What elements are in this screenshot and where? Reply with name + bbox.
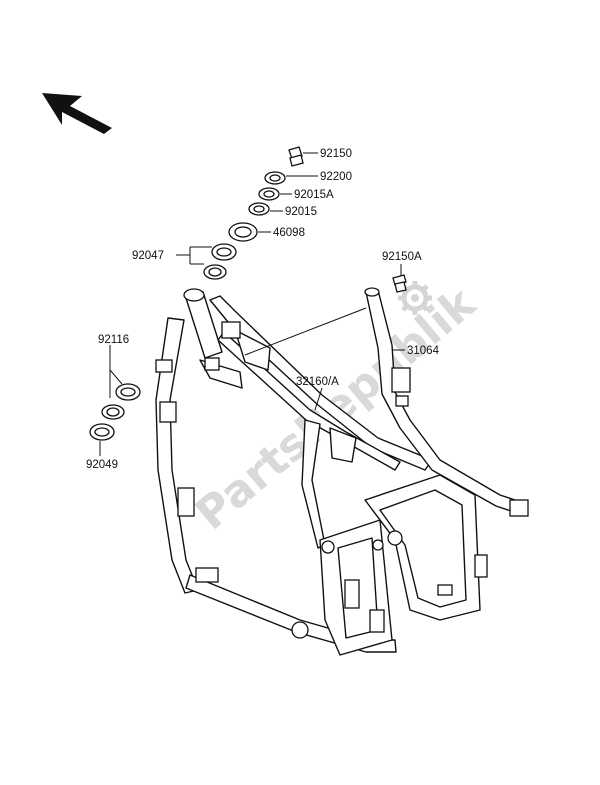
label-92015: 92015 <box>285 206 317 218</box>
motorcycle-frame <box>155 288 488 656</box>
label-92200: 92200 <box>320 171 352 183</box>
washer-92200 <box>264 171 286 185</box>
label-32160A: 32160/A <box>296 376 339 388</box>
part-labels: 92150 92200 92015A 92015 46098 92047 921… <box>86 148 440 471</box>
label-46098: 46098 <box>273 227 305 239</box>
label-92150A: 92150A <box>382 251 422 263</box>
label-31064: 31064 <box>407 345 440 357</box>
arrow-up-left-icon <box>42 93 112 134</box>
bearing-races-92116 <box>101 383 141 420</box>
seal-92049 <box>89 423 115 441</box>
bolt-92150 <box>288 146 304 167</box>
bearing-seal-46098 <box>228 222 258 242</box>
nut-92015A <box>258 187 280 201</box>
bearing-races-92047 <box>203 243 237 280</box>
label-92015A: 92015A <box>294 189 334 201</box>
label-92116: 92116 <box>98 334 129 346</box>
rear-frame-rail-31064 <box>364 287 529 517</box>
label-92049: 92049 <box>86 459 118 471</box>
label-92150: 92150 <box>320 148 352 160</box>
bolt-92150A <box>392 274 407 293</box>
nut-92015 <box>248 202 270 216</box>
leader-lines <box>99 152 405 456</box>
label-92047: 92047 <box>132 250 164 262</box>
